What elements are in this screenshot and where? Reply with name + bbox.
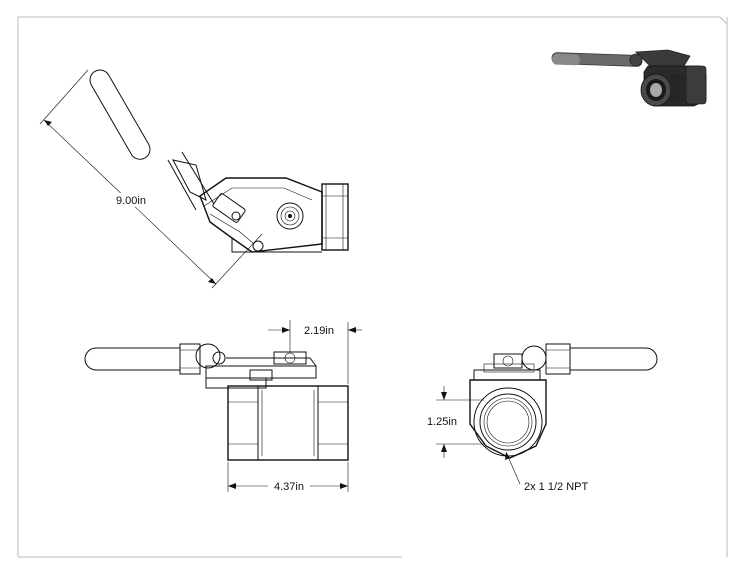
isometric-view <box>551 49 707 107</box>
sheet-frame <box>17 16 728 558</box>
dimension-label-port-height: 1.25in <box>427 416 457 428</box>
dimension-label-handle-length: 9.00in <box>116 195 146 207</box>
port-callout: 2x 1 1/2 NPT <box>505 451 588 493</box>
side-view: 1.25in 2x 1 1/2 NPT <box>418 343 658 493</box>
dimension-stem-offset: 2.19in <box>268 320 362 384</box>
top-view: 9.00in <box>39 69 349 289</box>
port-callout-label: 2x 1 1/2 NPT <box>524 481 588 493</box>
dimension-handle-length: 9.00in <box>39 69 263 289</box>
dimension-label-body-length: 4.37in <box>274 481 304 493</box>
front-view: 2.19in 4.37in <box>84 320 362 493</box>
dimension-body-length: 4.37in <box>227 462 349 493</box>
dimension-port-height: 1.25in <box>418 386 484 458</box>
dimension-label-stem-offset: 2.19in <box>304 325 334 337</box>
